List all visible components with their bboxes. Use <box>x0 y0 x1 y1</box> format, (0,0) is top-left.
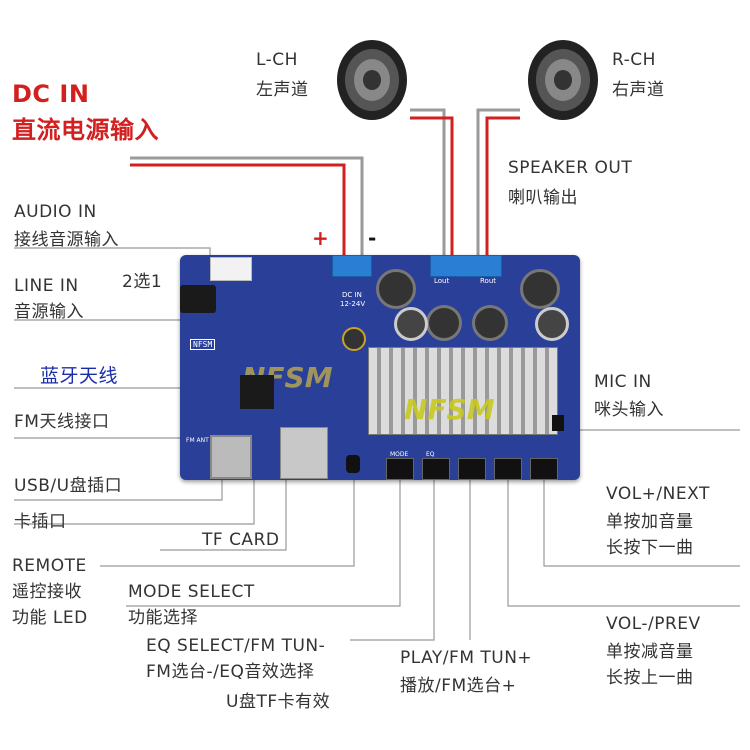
remote-label: REMOTE <box>12 556 87 576</box>
dc-in-subtitle: 直流电源输入 <box>12 116 159 144</box>
speaker-out-label: SPEAKER OUT <box>508 158 633 178</box>
vol-down-cn2-label: 长按上一曲 <box>606 668 694 688</box>
lout-silkscreen: Lout <box>434 277 450 285</box>
audio-in-label: AUDIO IN <box>14 202 97 222</box>
right-speaker-icon <box>528 40 598 120</box>
vol-up-cn1-label: 单按加音量 <box>606 512 694 532</box>
fm-antenna-label: FM天线接口 <box>14 412 110 432</box>
vol-up-button[interactable] <box>530 458 558 480</box>
capacitor <box>394 307 428 341</box>
dc-plus-sign: + <box>312 226 330 250</box>
amplifier-board: NFSM DC IN 12-24V Lout Rout NFSM NFSM FM… <box>180 255 580 480</box>
card-slot-label: 卡插口 <box>14 512 67 532</box>
tf-slot <box>280 427 328 479</box>
main-chip <box>240 375 274 409</box>
usb-label: USB/U盘插口 <box>14 476 123 496</box>
board-brand: NFSM <box>190 339 216 350</box>
inductor <box>426 305 462 341</box>
play-label: PLAY/FM TUN+ <box>400 648 533 668</box>
dc-in-title: DC IN <box>12 80 90 108</box>
ir-receiver <box>346 455 360 473</box>
audio-in-cn-label: 接线音源输入 <box>14 230 119 250</box>
mode-select-cn-label: 功能选择 <box>128 608 198 628</box>
mic-in-label: MIC IN <box>594 372 652 392</box>
speaker-out-cn-label: 喇叭输出 <box>508 188 578 208</box>
vol-down-button[interactable] <box>494 458 522 480</box>
heatsink-watermark: NFSM <box>404 393 495 426</box>
l-ch-label: L-CH <box>256 50 298 70</box>
fm-ant-silkscreen: FM ANT <box>186 437 209 444</box>
r-ch-cn-label: 右声道 <box>612 80 665 100</box>
tf-card-label: TF CARD <box>202 530 280 550</box>
line-in-cn-label: 音源输入 <box>14 302 84 322</box>
vol-up-label: VOL+/NEXT <box>606 484 710 504</box>
audio-in-connector <box>210 257 252 281</box>
bluetooth-antenna-label: 蓝牙天线 <box>40 365 119 387</box>
dc-voltage-silkscreen: 12-24V <box>340 300 366 308</box>
usb-port <box>210 435 252 479</box>
speaker-terminal <box>430 255 502 277</box>
l-ch-cn-label: 左声道 <box>256 80 309 100</box>
mode-select-label: MODE SELECT <box>128 582 255 602</box>
dc-silkscreen: DC IN <box>342 291 362 299</box>
vol-down-label: VOL-/PREV <box>606 614 701 634</box>
line-in-label: LINE IN <box>14 276 79 296</box>
capacitor <box>342 327 366 351</box>
dc-terminal <box>332 255 372 277</box>
inductor <box>520 269 560 309</box>
vol-up-cn2-label: 长按下一曲 <box>606 538 694 558</box>
eq-select-cn-label: FM选台-/EQ音效选择 <box>146 662 315 682</box>
rout-silkscreen: Rout <box>480 277 497 285</box>
vol-down-cn1-label: 单按减音量 <box>606 642 694 662</box>
left-speaker-icon <box>337 40 407 120</box>
inductor <box>376 269 416 309</box>
heatsink <box>368 347 558 435</box>
remote-cn-label: 遥控接收 <box>12 582 82 602</box>
mic-jack <box>552 415 564 431</box>
line-in-jack <box>180 285 216 313</box>
eq-button[interactable] <box>422 458 450 480</box>
mode-button[interactable] <box>386 458 414 480</box>
eq-select-label: EQ SELECT/FM TUN- <box>146 636 326 656</box>
play-cn-label: 播放/FM选台+ <box>400 676 517 696</box>
mode-label-silkscreen: MODE <box>390 451 409 458</box>
select-2-label: 2选1 <box>122 272 163 292</box>
remote-led-label: 功能 LED <box>12 608 88 628</box>
mic-in-cn-label: 咪头输入 <box>594 400 664 420</box>
dc-minus-sign: - <box>368 226 377 250</box>
eq-label-silkscreen: EQ <box>426 451 435 458</box>
eq-select-note-label: U盘TF卡有效 <box>226 692 331 712</box>
inductor <box>472 305 508 341</box>
r-ch-label: R-CH <box>612 50 656 70</box>
capacitor <box>535 307 569 341</box>
play-button[interactable] <box>458 458 486 480</box>
